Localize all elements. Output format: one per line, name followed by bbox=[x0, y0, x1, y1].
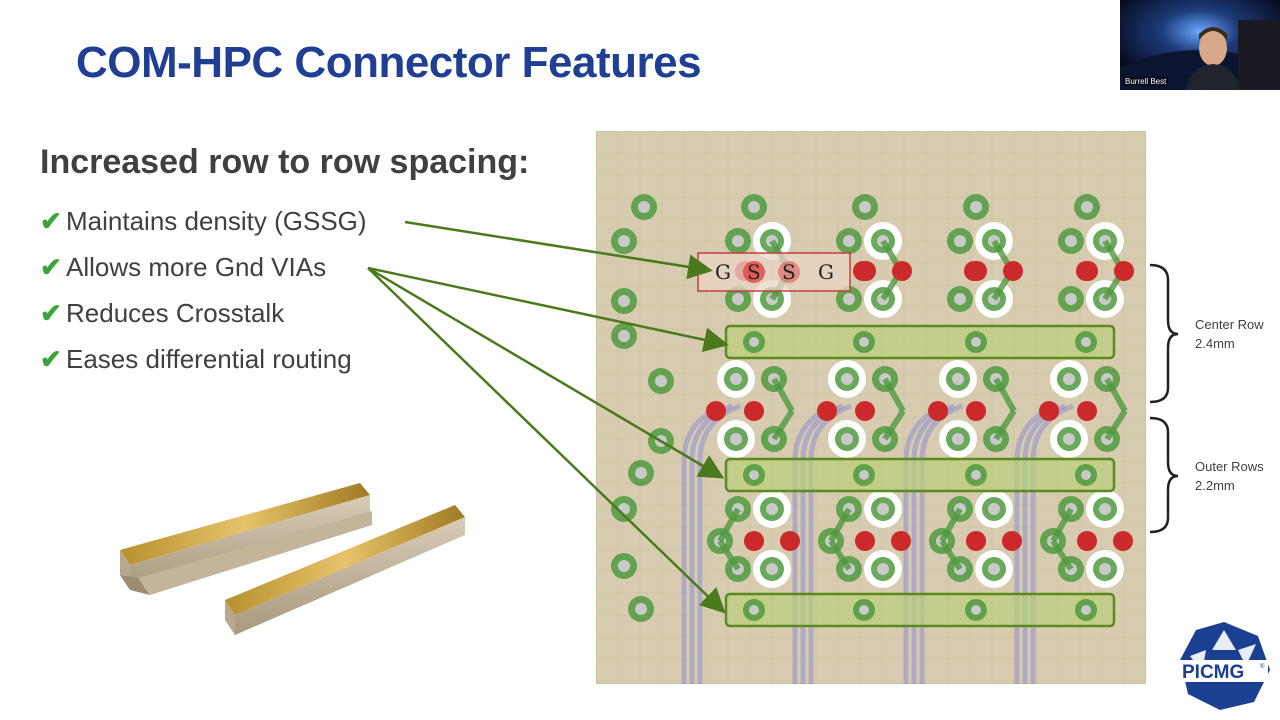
slide-subtitle: Increased row to row spacing: bbox=[40, 143, 530, 181]
signal-via bbox=[744, 401, 764, 421]
ground-link bbox=[1050, 507, 1074, 543]
gssg-label-g: G bbox=[818, 260, 834, 284]
signal-via bbox=[817, 401, 837, 421]
bullet-list: ✔Maintains density (GSSG) ✔Allows more G… bbox=[40, 198, 367, 382]
ground-link bbox=[828, 539, 852, 571]
checkmark-icon: ✔ bbox=[40, 205, 62, 236]
signal-via bbox=[1114, 261, 1134, 281]
bullet-text: Maintains density (GSSG) bbox=[66, 205, 367, 236]
ground-link bbox=[717, 539, 741, 571]
bullet-text: Eases differential routing bbox=[66, 343, 352, 374]
signal-via bbox=[744, 531, 764, 551]
signal-via bbox=[964, 261, 984, 281]
ground-link bbox=[993, 409, 1017, 441]
ground-link bbox=[939, 539, 963, 571]
signal-via bbox=[855, 531, 875, 551]
bullet-item: ✔Eases differential routing bbox=[40, 336, 367, 382]
bullet-item: ✔Maintains density (GSSG) bbox=[40, 198, 367, 244]
webcam-thumbnail: Burrell Best bbox=[1120, 0, 1280, 90]
signal-via bbox=[780, 531, 800, 551]
signal-via bbox=[853, 261, 873, 281]
gssg-label-s: S bbox=[747, 260, 761, 284]
gssg-label-g: G bbox=[715, 260, 731, 284]
ground-link bbox=[771, 409, 795, 441]
checkmark-icon: ✔ bbox=[40, 297, 62, 328]
signal-via bbox=[1002, 531, 1022, 551]
ground-link bbox=[1104, 409, 1128, 441]
bullet-text: Reduces Crosstalk bbox=[66, 297, 285, 328]
svg-text:®: ® bbox=[1260, 663, 1265, 670]
ground-link bbox=[882, 377, 906, 413]
outer-rows-bracket bbox=[1149, 416, 1179, 534]
pcb-via-diagram: G S S G bbox=[596, 131, 1146, 684]
slide-title: COM-HPC Connector Features bbox=[76, 38, 702, 87]
ground-link bbox=[1050, 539, 1074, 571]
signal-via bbox=[1077, 401, 1097, 421]
bottom-ground-strip bbox=[724, 592, 1116, 628]
signal-via bbox=[928, 401, 948, 421]
checkmark-icon: ✔ bbox=[40, 251, 62, 282]
outer-ground-strip bbox=[724, 457, 1116, 493]
signal-via bbox=[1003, 261, 1023, 281]
signal-via bbox=[855, 401, 875, 421]
picmg-logo: PICMG ® bbox=[1178, 622, 1270, 710]
signal-via bbox=[966, 401, 986, 421]
ground-link bbox=[1104, 377, 1128, 413]
ground-link bbox=[717, 507, 741, 543]
ground-link bbox=[771, 377, 795, 413]
signal-via bbox=[966, 531, 986, 551]
presenter-name: Burrell Best bbox=[1123, 77, 1169, 86]
bullet-item: ✔Reduces Crosstalk bbox=[40, 290, 367, 336]
bullet-item: ✔Allows more Gnd VIAs bbox=[40, 244, 367, 290]
gssg-label-s: S bbox=[782, 260, 796, 284]
signal-via bbox=[892, 261, 912, 281]
signal-via bbox=[1039, 401, 1059, 421]
ground-link bbox=[882, 409, 906, 441]
signal-via bbox=[1077, 531, 1097, 551]
ground-link bbox=[993, 377, 1017, 413]
center-ground-strip bbox=[724, 324, 1116, 360]
signal-via bbox=[706, 401, 726, 421]
ground-link bbox=[828, 507, 852, 543]
svg-text:PICMG: PICMG bbox=[1182, 662, 1244, 683]
signal-via bbox=[1113, 531, 1133, 551]
connector-image bbox=[120, 483, 465, 635]
checkmark-icon: ✔ bbox=[40, 343, 62, 374]
signal-via bbox=[891, 531, 911, 551]
center-row-bracket bbox=[1149, 263, 1179, 404]
signal-via bbox=[1076, 261, 1096, 281]
bullet-text: Allows more Gnd VIAs bbox=[66, 251, 327, 282]
ground-link bbox=[939, 507, 963, 543]
